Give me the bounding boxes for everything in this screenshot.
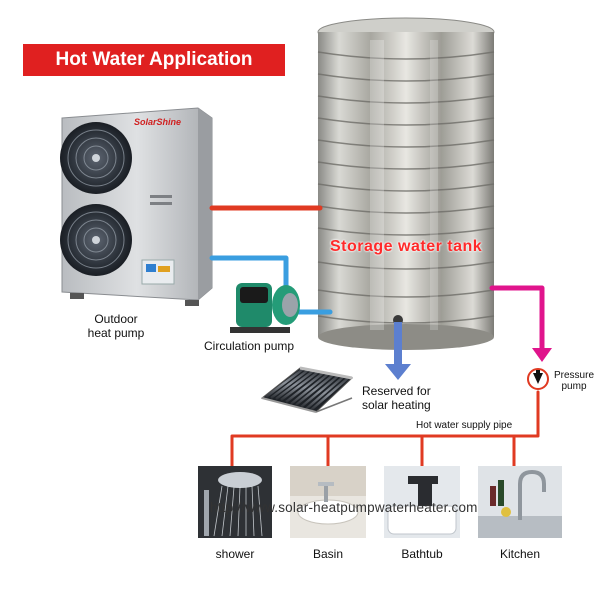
storage-tank-label: Storage water tank [330, 238, 483, 255]
pressure-pump-label-line1: Pressure [553, 370, 594, 381]
outlet-label-shower: shower [215, 547, 255, 561]
photo-basin [290, 466, 366, 538]
outdoor-heat-pump-label: Outdoor heat pump [66, 312, 166, 340]
outdoor-heat-pump-label-line1: Outdoor [94, 312, 138, 326]
outlet-label-bathtub: Bathtub [401, 547, 443, 561]
watermark-url: http://www.solar-heatpumpwaterheater.com [210, 500, 478, 515]
reserved-solar-label-line1: Reserved for [362, 384, 431, 398]
brand-logo: SolarShine [134, 117, 182, 127]
supply-pipe [230, 390, 540, 468]
photo-shower [198, 466, 272, 538]
outlet-label-kitchen: Kitchen [499, 547, 541, 561]
outdoor-heat-pump-unit [60, 107, 213, 306]
supply-pipe-label: Hot water supply pipe [416, 420, 513, 431]
circulation-pump-label: Circulation pump [204, 339, 295, 353]
storage-tank [317, 17, 495, 350]
pressure-pump-label: Pressure pump [552, 370, 596, 392]
outlet-pipe [489, 285, 545, 355]
reserved-solar-label: Reserved for solar heating [362, 384, 431, 412]
pressure-pump-icon [527, 368, 549, 390]
photo-bathtub [384, 466, 460, 538]
title-banner: Hot Water Application [23, 44, 285, 76]
circulation-pump [230, 283, 300, 333]
solar-collector [260, 366, 354, 413]
reserved-solar-label-line2: solar heating [362, 398, 431, 412]
outlet-label-basin: Basin [312, 547, 344, 561]
reserved-solar-arrow [385, 322, 411, 380]
flow-arrow-outlet [532, 348, 552, 362]
photo-kitchen [478, 466, 562, 538]
cold-pipe-return [209, 255, 289, 289]
outdoor-heat-pump-label-line2: heat pump [87, 326, 145, 340]
pressure-pump-label-line2: pump [561, 381, 587, 392]
